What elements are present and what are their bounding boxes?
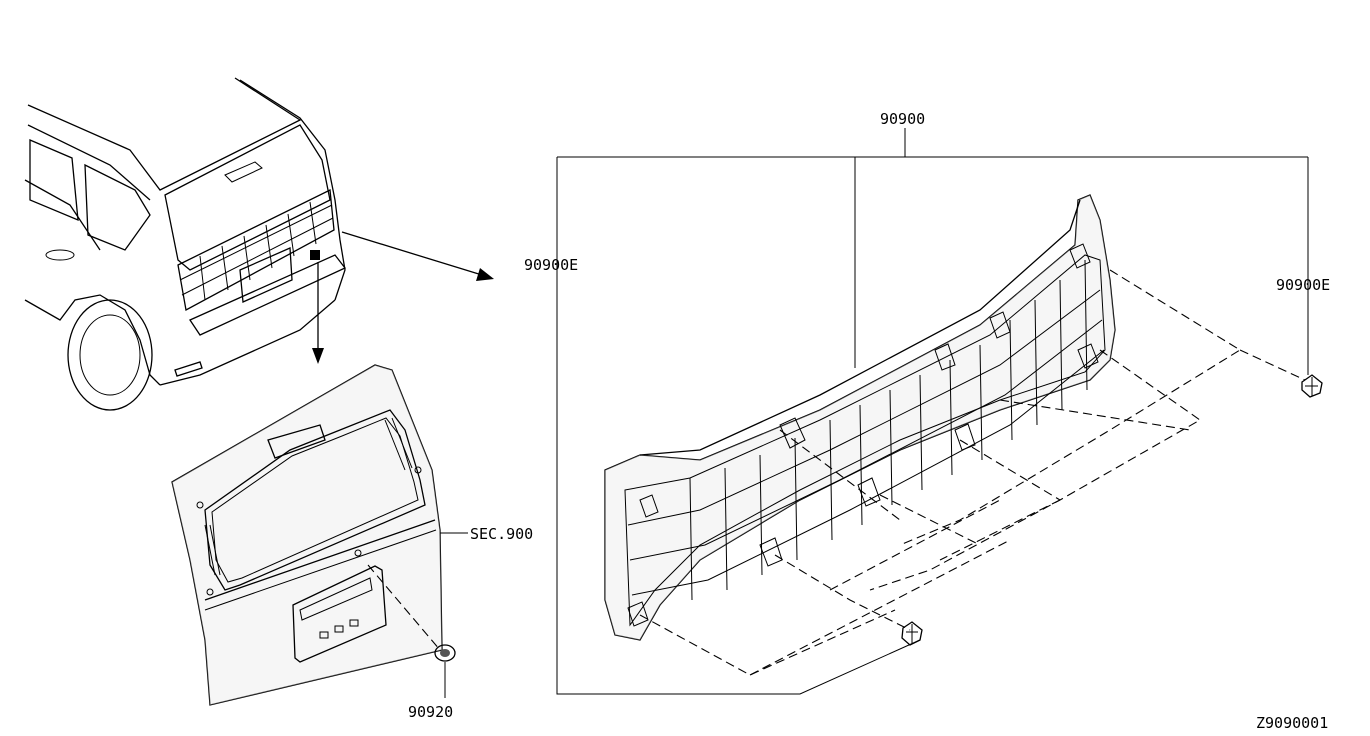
label-90920: 90920 xyxy=(408,703,453,721)
label-90900E-left: 90900E xyxy=(524,256,578,274)
label-90900: 90900 xyxy=(880,110,925,128)
label-90900E-right: 90900E xyxy=(1276,276,1330,294)
trim-panel-90900 xyxy=(556,128,1309,695)
diagram-code: Z9090001 xyxy=(1256,714,1328,732)
pointer-arrows xyxy=(312,231,494,364)
label-sec-900: SEC.900 xyxy=(470,525,533,543)
emblem-90920-part xyxy=(367,564,456,698)
clip-90900E-right xyxy=(1301,374,1323,398)
clip-bosses xyxy=(627,243,1099,627)
projection-dashes xyxy=(639,269,1306,676)
clip-90900E-left xyxy=(901,621,923,646)
vehicle-rear-illustration xyxy=(24,77,347,411)
back-door-illustration xyxy=(171,364,443,706)
